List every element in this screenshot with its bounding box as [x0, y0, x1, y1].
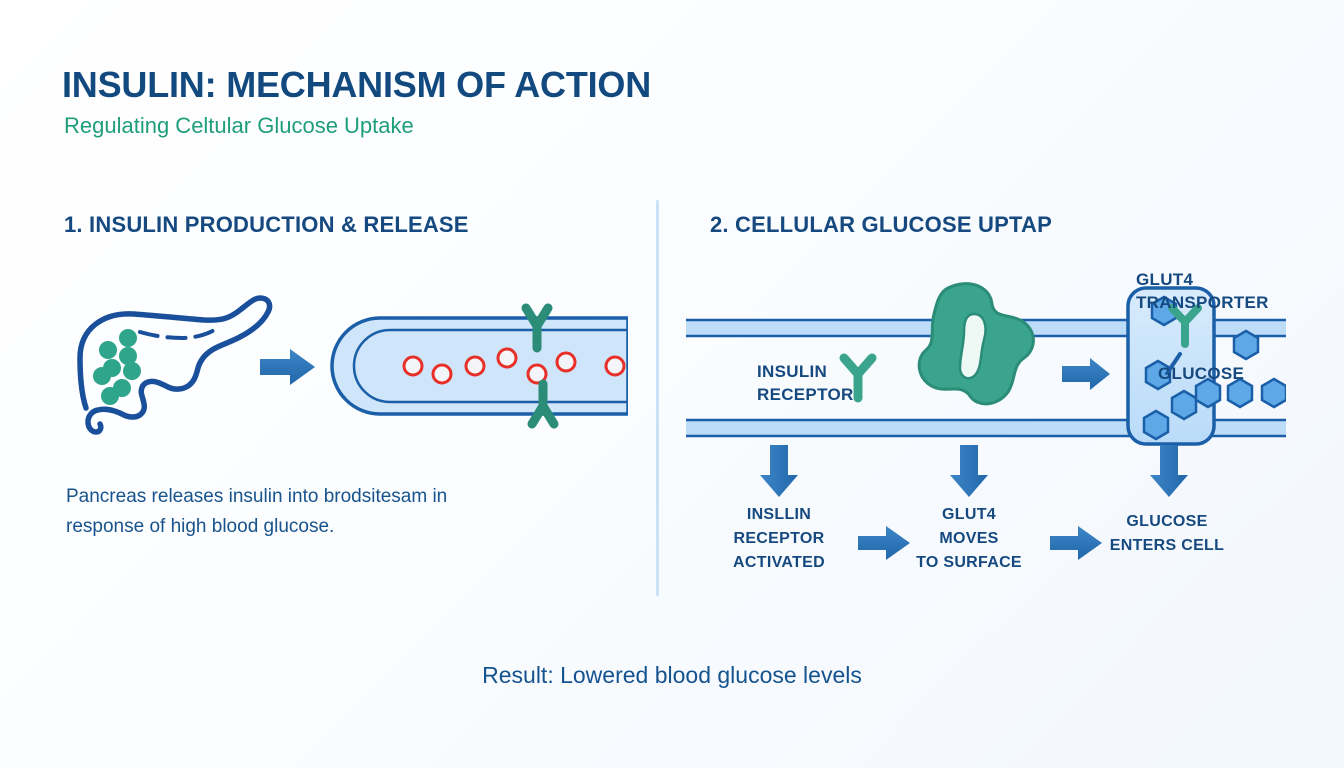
flow-3-line1: GLUCOSE [1126, 513, 1208, 530]
arrow-right-icon [1062, 358, 1110, 390]
flow-1-line2: RECEPTOR [733, 530, 825, 547]
y-receptor-icon [839, 353, 877, 403]
glut4-label-line2: TRANSPORTER [1136, 293, 1269, 312]
glut4-transporter-icon [1126, 286, 1216, 446]
result-text: Result: Lowered blood glucose levels [482, 662, 862, 688]
y-receptor-icon [527, 379, 559, 429]
arrow-down-icon [1150, 445, 1188, 497]
red-blood-cell-group [402, 347, 626, 385]
flow-step-3-label: GLUCOSE ENTERS CELL [1078, 510, 1256, 558]
pancreas-icon [77, 295, 273, 435]
flow-step-2-label: GLUT4 MOVES TO SURFACE [880, 503, 1058, 575]
receptor-label-line1: INSULIN [757, 362, 828, 381]
arrow-down-icon [950, 445, 988, 497]
insulin-receptor-label: INSULIN RECEPTOR [757, 360, 854, 406]
flow-1-line3: ACTIVATED [733, 554, 825, 571]
section-1-heading: 1. INSULIN PRODUCTION & RELEASE [64, 212, 469, 237]
flow-2-line2: MOVES [939, 530, 999, 547]
arrow-right-icon [858, 526, 910, 560]
section-2-heading: 2. CELLULAR GLUCOSE UPTAP [710, 212, 1052, 237]
y-receptor-icon [1168, 304, 1202, 348]
glut4-transporter-label: GLUT4 TRANSPORTER [1136, 268, 1269, 314]
flow-3-line2: ENTERS CELL [1109, 537, 1225, 554]
receptor-label-line2: RECEPTOR [757, 385, 854, 404]
flow-1-line1: INSLLIN [746, 506, 812, 523]
panel-divider [656, 200, 659, 596]
section-1-caption: Pancreas releases insulin into brodsites… [66, 486, 448, 537]
arrow-right-icon [1050, 526, 1102, 560]
glut4-label-line1: GLUT4 [1136, 270, 1194, 289]
glucose-hexagon-group [1194, 329, 1286, 409]
arrow-down-icon [760, 445, 798, 497]
islet-cell-group [93, 329, 141, 405]
flow-2-line3: TO SURFACE [916, 554, 1022, 571]
blood-vessel-icon [330, 303, 628, 429]
flow-step-1-label: INSLLIN RECEPTOR ACTIVATED [690, 503, 868, 575]
cell-membrane-diagram [686, 282, 1286, 446]
flow-2-line1: GLUT4 [942, 506, 996, 523]
page-title: INSULIN: MECHANISM OF ACTION [62, 64, 652, 105]
page-subtitle: Regulating Celtular Glucose Uptake [64, 113, 414, 138]
y-receptor-icon [521, 303, 553, 353]
glucose-label: GLUCOSE [1158, 364, 1245, 383]
arrow-right-icon [260, 349, 315, 385]
